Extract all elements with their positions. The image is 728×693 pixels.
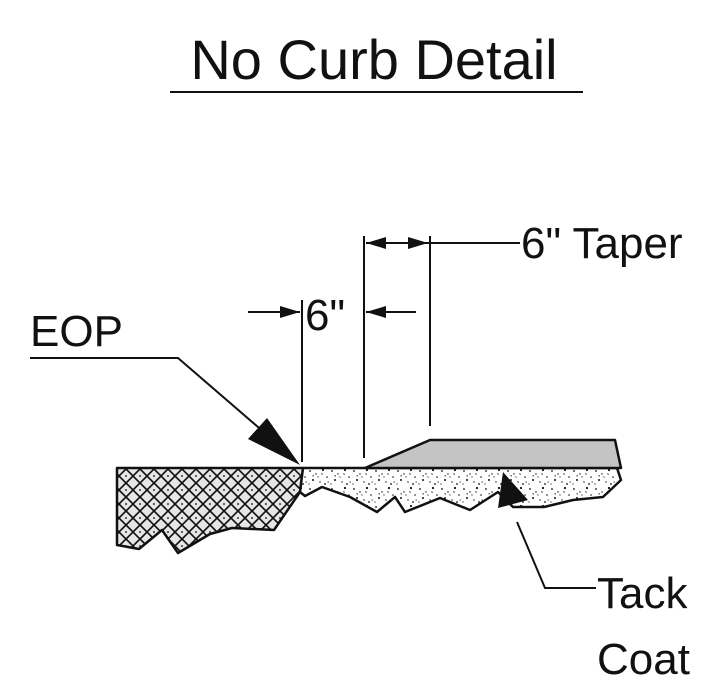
gap-dim-left-arrowhead <box>280 306 300 318</box>
existing-pavement <box>115 466 305 555</box>
eop-arrowhead <box>248 418 300 465</box>
taper-label: 6" Taper <box>521 219 683 268</box>
tack-coat-arrowhead <box>498 472 528 508</box>
taper-dim-left-arrowhead <box>366 237 386 249</box>
tack-coat-leader <box>516 521 596 589</box>
base-aggregate <box>298 466 623 514</box>
eop-label: EOP <box>30 307 123 356</box>
tack-coat-label-line2: Coat <box>597 635 690 684</box>
diagram-title: No Curb Detail <box>190 28 557 91</box>
gap-dimension-label: 6" <box>305 291 345 340</box>
tack-coat-label-line1: Tack <box>597 569 688 618</box>
taper-dim-right-arrowhead <box>408 237 428 249</box>
gap-dim-right-arrowhead <box>366 306 386 318</box>
eop-leader <box>30 357 281 447</box>
overlay-taper <box>363 438 623 470</box>
